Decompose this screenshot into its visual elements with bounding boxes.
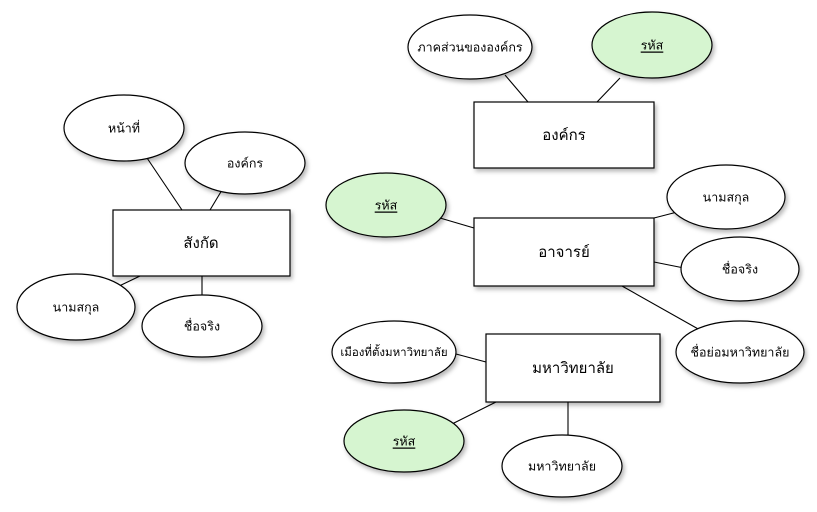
attr-org-dept: ภาคส่วนขององค์กร <box>407 14 533 80</box>
attr-sangkat-lastname-label: นามสกุล <box>53 300 100 316</box>
connector-sangkat-duty <box>144 154 183 211</box>
attr-ajarn-univ-abbr: ชื่อย่อมหาวิทยาลัย <box>675 320 805 384</box>
attr-org-dept-label: ภาคส่วนขององค์กร <box>417 40 523 55</box>
attr-sangkat-duty-label: หน้าที่ <box>108 120 140 136</box>
connector-ajarn-id <box>439 217 475 229</box>
attr-univ-name-label: มหาวิทยาลัย <box>528 459 596 474</box>
entity-ongkorn: องค์กร <box>473 101 655 169</box>
entity-sangkat-label: สังกัด <box>183 234 218 252</box>
entity-ajarn-label: อาจารย์ <box>538 243 590 261</box>
connector-org-id <box>596 77 621 103</box>
attr-sangkat-duty: หน้าที่ <box>63 94 185 162</box>
attr-sangkat-lastname: นามสกุล <box>16 273 136 341</box>
attr-ajarn-id: รหัส <box>325 172 447 238</box>
connector-sangkat-org <box>209 189 223 211</box>
entity-sangkat: สังกัด <box>112 209 291 277</box>
attr-univ-id-label: รหัส <box>393 434 416 449</box>
connector-org-dept <box>504 74 529 103</box>
connector-univ-id <box>451 401 497 425</box>
entity-university: มหาวิทยาลัย <box>485 333 661 403</box>
attr-sangkat-firstname-label: ชื่อจริง <box>184 318 220 334</box>
attr-org-id: รหัส <box>591 11 713 79</box>
attr-ajarn-firstname: ชื่อจริง <box>680 236 800 302</box>
attr-ajarn-univ-abbr-label: ชื่อย่อมหาวิทยาลัย <box>691 344 790 360</box>
attr-ajarn-lastname-label: นามสกุล <box>703 190 750 206</box>
connector-ajarn-univ-abbr <box>621 285 701 331</box>
attr-org-id-label: รหัส <box>641 38 664 53</box>
attr-sangkat-firstname: ชื่อจริง <box>141 294 263 358</box>
attr-sangkat-org: องค์กร <box>184 131 306 195</box>
attr-univ-name: มหาวิทยาลัย <box>501 434 623 498</box>
connector-univ-city <box>455 353 487 363</box>
attr-univ-id: รหัส <box>343 409 465 473</box>
entity-ajarn: อาจารย์ <box>473 217 655 287</box>
attr-ajarn-firstname-label: ชื่อจริง <box>722 261 758 277</box>
attr-univ-city-label: เมืองที่ตั้งมหาวิทยาลัย <box>340 344 447 359</box>
entity-university-label: มหาวิทยาลัย <box>532 359 614 377</box>
attr-univ-city: เมืองที่ตั้งมหาวิทยาลัย <box>331 320 457 384</box>
connector-ajarn-firstname <box>653 261 685 269</box>
entity-ongkorn-label: องค์กร <box>542 126 586 144</box>
attr-ajarn-lastname: นามสกุล <box>666 164 786 230</box>
attr-ajarn-id-label: รหัส <box>375 198 398 213</box>
attr-sangkat-org-label: องค์กร <box>227 156 264 171</box>
